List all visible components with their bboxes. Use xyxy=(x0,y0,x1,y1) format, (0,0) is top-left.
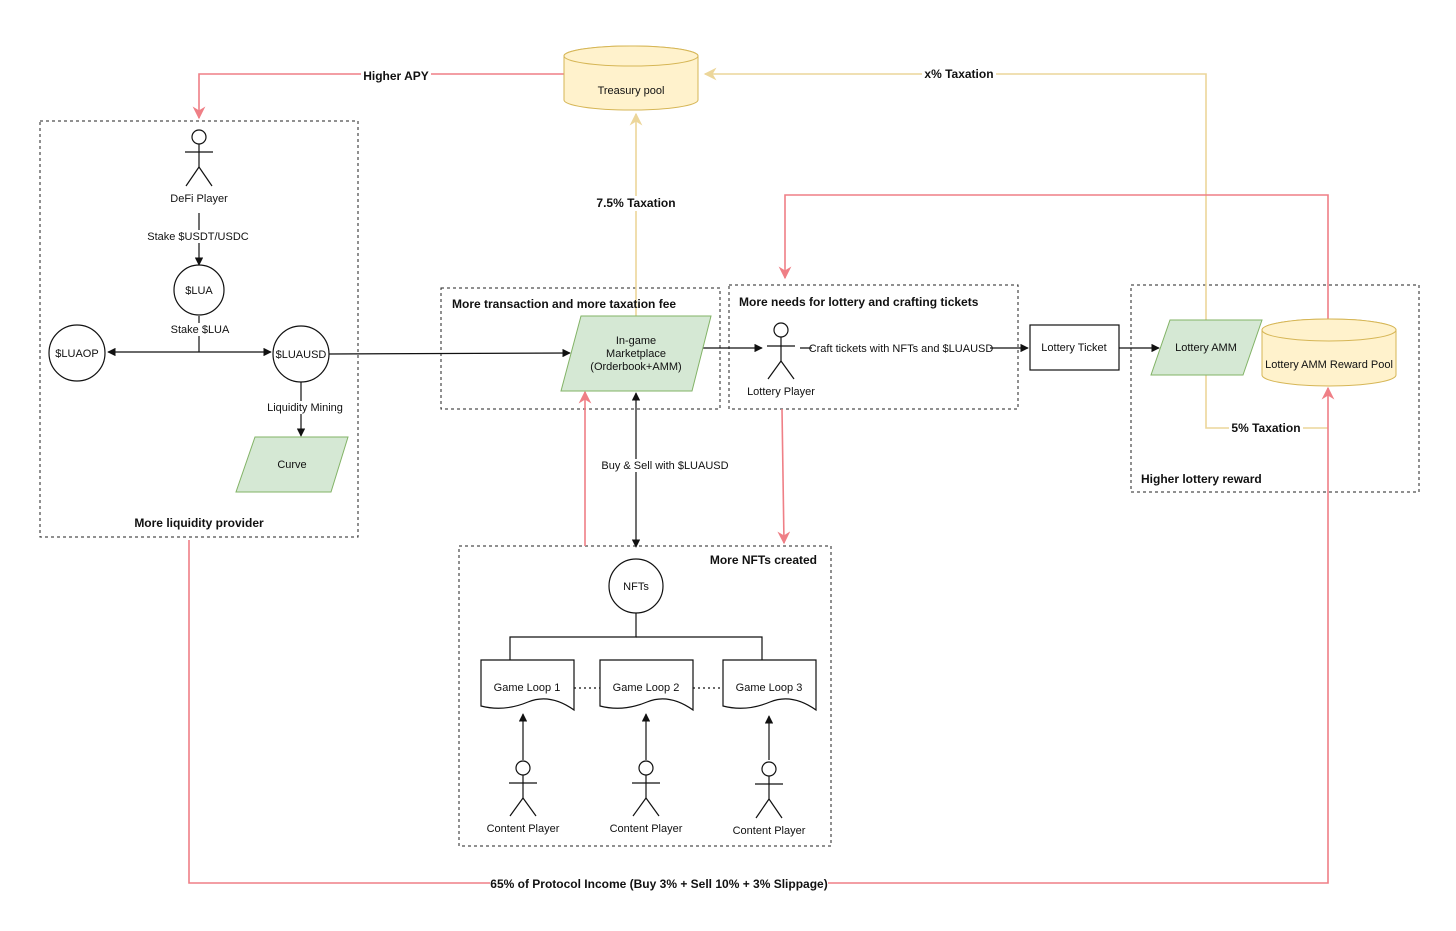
svg-text:Game Loop 3: Game Loop 3 xyxy=(736,682,803,694)
edge-label-7-5-taxation: 7.5% Taxation xyxy=(596,196,675,210)
edge-label-higher-apy: Higher APY xyxy=(363,69,429,83)
group-liquidity-provider xyxy=(39,120,359,538)
node-game-loop-2[interactable]: Game Loop 2 xyxy=(599,659,694,712)
node-game-loop-1[interactable]: Game Loop 1 xyxy=(480,659,575,712)
content-player-3-label: Content Player xyxy=(733,825,806,837)
content-player-1-actor-icon xyxy=(509,760,537,817)
edge-label-stake-lua: Stake $LUA xyxy=(171,324,230,336)
group-lottery-needs xyxy=(728,284,1019,410)
svg-text:$LUAOP: $LUAOP xyxy=(55,348,98,360)
edge-label-buy-sell: Buy & Sell with $LUAUSD xyxy=(601,460,728,472)
edge-nfts-tree-right xyxy=(636,636,763,660)
node-lua[interactable]: $LUA xyxy=(173,264,225,316)
group-title-liquidity: More liquidity provider xyxy=(134,516,264,530)
content-player-2-actor-icon xyxy=(632,760,660,817)
lottery-player-actor-icon xyxy=(767,322,795,380)
node-game-loop-3[interactable]: Game Loop 3 xyxy=(722,659,817,712)
svg-text:NFTs: NFTs xyxy=(623,581,649,593)
lottery-amm-reward-pool-label: Lottery AMM Reward Pool xyxy=(1265,359,1393,371)
group-title-marketplace: More transaction and more taxation fee xyxy=(452,297,676,311)
edge-nfts-tree xyxy=(509,613,637,660)
edge-protocol-income xyxy=(188,386,1335,884)
lottery-player-label: Lottery Player xyxy=(747,386,815,398)
node-curve[interactable]: Curve xyxy=(235,436,349,493)
edge-label-stake-usdt: Stake $USDT/USDC xyxy=(147,231,249,243)
edge-luausd-to-marketplace xyxy=(328,348,571,358)
group-title-lottery-needs: More needs for lottery and crafting tick… xyxy=(739,295,979,309)
svg-text:Game Loop 1: Game Loop 1 xyxy=(494,682,561,694)
svg-text:Lottery Ticket: Lottery Ticket xyxy=(1041,342,1106,354)
edge-label-protocol-income: 65% of Protocol Income (Buy 3% + Sell 10… xyxy=(490,877,827,891)
svg-text:$LUAUSD: $LUAUSD xyxy=(276,349,327,361)
edge-lottery-reward-loop xyxy=(778,194,1329,320)
svg-text:Lottery AMM: Lottery AMM xyxy=(1175,342,1237,354)
svg-text:Curve: Curve xyxy=(277,459,306,471)
edge-label-x-taxation: x% Taxation xyxy=(924,67,993,81)
group-nfts-created xyxy=(458,545,832,847)
edge-x-taxation xyxy=(703,67,1207,320)
node-lottery-amm[interactable]: Lottery AMM xyxy=(1150,319,1263,376)
edge-lottery-to-nfts xyxy=(777,408,791,545)
marketplace-label-line-2: Marketplace xyxy=(606,348,666,360)
node-lottery-ticket[interactable]: Lottery Ticket xyxy=(1029,324,1120,371)
group-lottery-reward xyxy=(1130,284,1420,493)
lottery-amm-reward-pool[interactable]: Lottery AMM Reward Pool xyxy=(1261,318,1397,387)
svg-text:Game Loop 2: Game Loop 2 xyxy=(613,682,680,694)
edge-higher-apy xyxy=(192,73,564,120)
marketplace-label-line-1: In-game xyxy=(616,335,656,347)
content-player-2-label: Content Player xyxy=(610,823,683,835)
content-player-1-label: Content Player xyxy=(487,823,560,835)
content-player-3-actor-icon xyxy=(755,761,783,819)
treasury-pool[interactable]: Treasury pool xyxy=(563,45,699,111)
svg-text:$LUA: $LUA xyxy=(185,285,213,297)
edge-label-craft-tickets: Craft tickets with NFTs and $LUAUSD xyxy=(809,343,994,355)
group-title-nfts-created: More NFTs created xyxy=(710,553,817,567)
defi-player-label: DeFi Player xyxy=(170,193,228,205)
node-luausd[interactable]: $LUAUSD xyxy=(272,325,330,383)
edge-label-5-taxation: 5% Taxation xyxy=(1231,421,1300,435)
treasury-pool-label: Treasury pool xyxy=(598,85,665,97)
node-luaop[interactable]: $LUAOP xyxy=(48,324,106,382)
node-in-game-marketplace[interactable]: In-game Marketplace (Orderbook+AMM) xyxy=(560,315,712,392)
defi-player-actor-icon xyxy=(185,129,213,187)
group-marketplace xyxy=(440,287,721,410)
marketplace-label-line-3: (Orderbook+AMM) xyxy=(590,361,681,373)
edge-label-liquidity-mining: Liquidity Mining xyxy=(267,402,343,414)
group-title-lottery-reward: Higher lottery reward xyxy=(1141,472,1262,486)
node-nfts[interactable]: NFTs xyxy=(608,558,664,614)
